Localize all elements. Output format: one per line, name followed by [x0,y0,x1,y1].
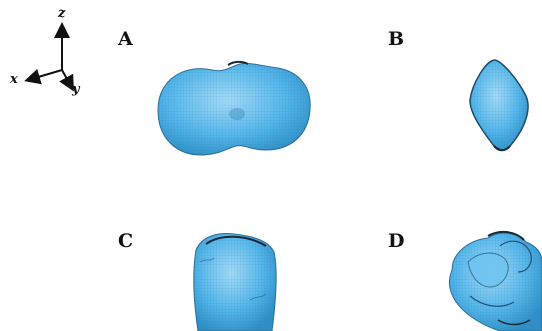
shape-b [470,60,528,151]
shape-a [158,62,310,155]
shape-d [449,232,542,331]
shape-c [194,234,276,331]
